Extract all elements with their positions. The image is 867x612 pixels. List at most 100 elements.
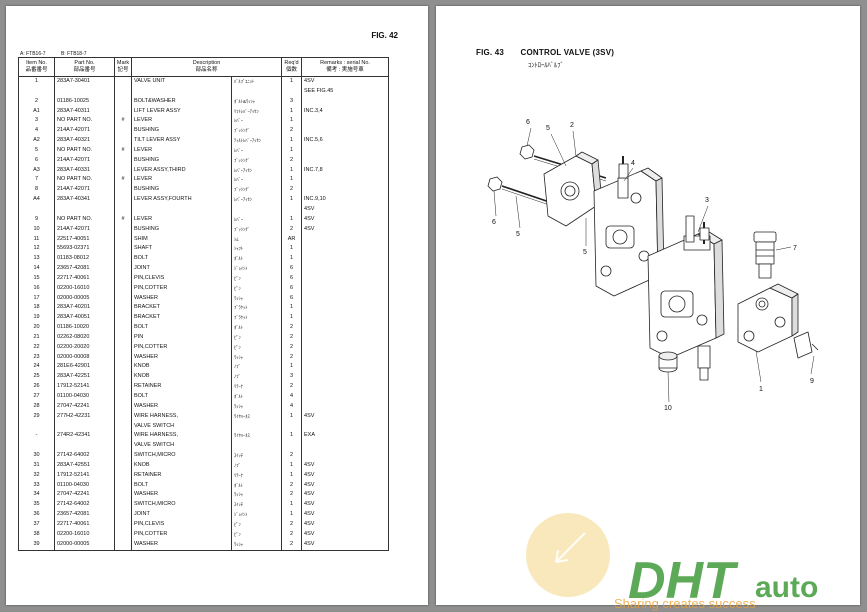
cell-part-no [54, 421, 115, 432]
cell-remarks [301, 323, 390, 333]
cell-part-no: 214A7-42071 [54, 155, 115, 166]
cell-description: WASHER [131, 490, 232, 501]
cell-part-no: 01186-10025 [54, 96, 115, 107]
cell-item-no: 25 [18, 372, 55, 383]
cell-remarks: 4SV [301, 510, 390, 520]
cell-reqd [281, 421, 303, 432]
cell-item-no: 3 [18, 116, 55, 127]
cell-item-no: 19 [18, 313, 55, 324]
cell-reqd: 1 [281, 470, 303, 481]
cell-description: PIN,COTTER [131, 342, 232, 353]
cell-item-no [18, 86, 55, 97]
cell-mark [114, 234, 132, 245]
parts-list-page: FIG. 42 A: FTB16-7 B: FTB18-7 Item No. 品… [6, 6, 428, 605]
cell-description-jp: ﾚﾊﾞｰ [230, 145, 283, 156]
cell-remarks: 4SV [301, 500, 390, 511]
cell-description-jp: ﾎﾞﾙﾄ [230, 254, 283, 265]
nut-lower [487, 176, 503, 192]
callout-6-lower: 6 [492, 219, 496, 226]
cell-mark [114, 392, 132, 402]
header-item-no: Item No. 品番番号 [18, 57, 55, 77]
cell-part-no: 17912-52141 [54, 470, 115, 481]
cell-reqd: 1 [281, 362, 303, 373]
cell-reqd: 1 [281, 303, 303, 314]
cell-mark [114, 195, 132, 205]
cell-item-no: 36 [18, 510, 55, 520]
cell-mark [114, 490, 132, 501]
cell-description-jp: ﾋﾟﾝ [230, 332, 283, 343]
table-row: SEE FIG.45 [18, 86, 390, 97]
cell-remarks [301, 451, 390, 461]
cell-reqd: 1 [281, 76, 303, 87]
cell-description-jp [230, 86, 283, 97]
cell-remarks [301, 273, 390, 284]
cell-remarks [301, 264, 390, 274]
cell-description-jp: ｼﾞｮｲﾝﾄ [230, 264, 283, 274]
cell-item-no [18, 441, 55, 452]
cell-description-jp: ﾘﾌﾄﾚﾊﾞｰｱｯｾﾝ [230, 106, 283, 117]
cell-part-no: 283A7-40321 [54, 136, 115, 146]
cell-item-no: 34 [18, 490, 55, 501]
callout-2: 2 [570, 122, 574, 129]
cell-description: WIRE HARNESS, [131, 431, 232, 442]
cell-part-no [54, 204, 115, 215]
cell-reqd: 1 [281, 460, 303, 471]
cell-reqd: 1 [281, 195, 303, 205]
cell-description-jp: ｼｬﾌﾄ [230, 244, 283, 255]
cell-item-no: 39 [18, 539, 55, 551]
model-applicability: A: FTB16-7 B: FTB18-7 [20, 51, 101, 57]
cell-part-no: 02262-08020 [54, 332, 115, 343]
cell-reqd: 1 [281, 411, 303, 422]
cell-description-jp: ﾜｯｼｬ [230, 490, 283, 501]
cell-remarks [301, 421, 390, 432]
cell-item-no: 7 [18, 175, 55, 186]
cell-reqd: 2 [281, 224, 303, 235]
cell-remarks: 4SV [301, 539, 390, 551]
cell-remarks [301, 244, 390, 255]
cell-remarks: 4SV [301, 224, 390, 235]
cell-part-no [54, 441, 115, 452]
cell-item-no: 18 [18, 303, 55, 314]
cell-part-no: 281E6-42901 [54, 362, 115, 373]
cell-part-no: 283A7-40051 [54, 313, 115, 324]
cell-part-no: NO PART NO. [54, 145, 115, 156]
cell-remarks: 4SV [301, 529, 390, 540]
cell-part-no [54, 86, 115, 97]
cell-description-jp: ﾚﾊﾞｰ [230, 116, 283, 127]
cell-description: RETAINER [131, 382, 232, 392]
cell-item-no: 21 [18, 332, 55, 343]
cell-reqd: 2 [281, 155, 303, 166]
cell-description: PIN,COTTER [131, 529, 232, 540]
cell-item-no: 6 [18, 155, 55, 166]
cell-part-no: 02200-16010 [54, 529, 115, 540]
cell-description-jp: ｽｲｯﾁ [230, 451, 283, 461]
cell-mark [114, 539, 132, 551]
cell-mark: # [114, 175, 132, 186]
cell-description-jp: ﾋﾟﾝ [230, 342, 283, 353]
cell-part-no: NO PART NO. [54, 175, 115, 186]
diagram-page: FIG. 43 CONTROL VALVE (3SV) ｺﾝﾄﾛｰﾙﾊﾞﾙﾌﾞ [436, 6, 860, 605]
cell-description-jp: ﾋﾟﾝ [230, 529, 283, 540]
cell-part-no: 17912-52141 [54, 382, 115, 392]
cell-remarks: 4SV [301, 411, 390, 422]
cell-description: WIRE HARNESS, [131, 411, 232, 422]
cell-part-no: NO PART NO. [54, 116, 115, 127]
cell-item-no: 28 [18, 401, 55, 412]
cell-reqd: 2 [281, 352, 303, 363]
cell-reqd: 1 [281, 175, 303, 186]
cell-description-jp: ﾉﾌﾞ [230, 372, 283, 383]
cell-mark [114, 313, 132, 324]
cell-mark [114, 244, 132, 255]
cell-remarks: 4SV [301, 470, 390, 481]
cell-item-no: A3 [18, 165, 55, 176]
